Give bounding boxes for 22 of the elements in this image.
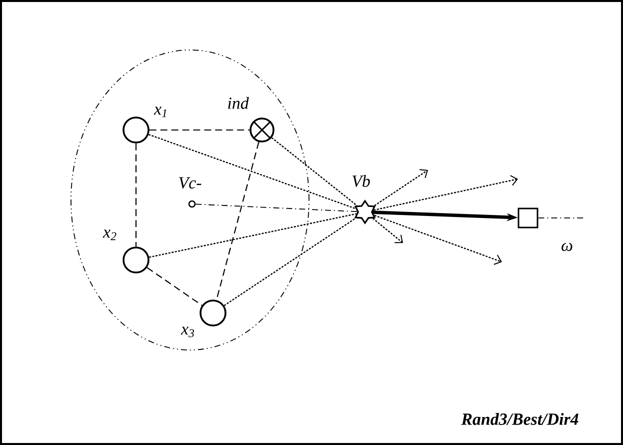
connector-line <box>149 213 356 258</box>
point-label: x$_{3}$ <box>180 326 194 338</box>
connector-line <box>149 129 250 131</box>
point-label: x$_{1}$ <box>154 106 166 118</box>
connector-line <box>146 267 202 306</box>
omega-label: ω <box>562 242 572 252</box>
caption: Rand3/Best/Dir4 <box>461 413 578 425</box>
arrow <box>374 175 518 211</box>
point-label: x$_{2}$ <box>102 230 116 240</box>
square-marker <box>518 208 538 228</box>
arrow <box>374 169 428 206</box>
point-label: ind <box>228 97 249 109</box>
connector-line <box>224 218 356 306</box>
point-label: Vb <box>352 174 370 187</box>
connector-line <box>195 204 358 212</box>
region-outline <box>70 50 310 350</box>
connector-line <box>271 137 358 206</box>
connector-line <box>135 143 137 247</box>
connector-line <box>148 134 356 210</box>
arrow <box>374 214 502 265</box>
point-label: Vc- <box>179 177 202 189</box>
arrow <box>372 218 403 244</box>
